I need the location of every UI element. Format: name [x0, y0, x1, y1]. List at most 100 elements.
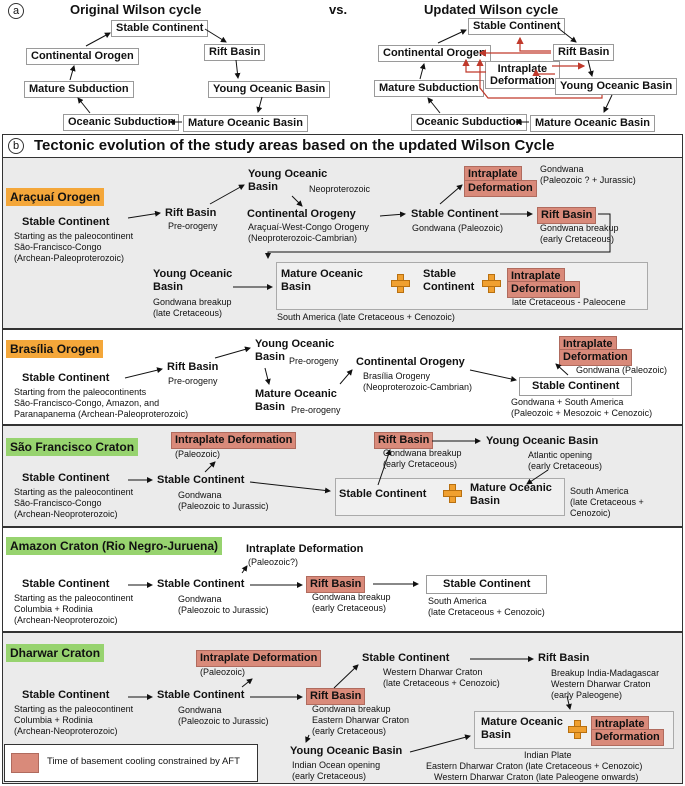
dharwar-rift2-sub1: Breakup India-Madagascar [551, 668, 660, 678]
panel-b-label: b [8, 138, 24, 154]
dharwar-young: Young Oceanic Basin [290, 745, 403, 757]
saofrancisco-intra: Intraplate Deformation [171, 432, 297, 449]
arrow [305, 734, 311, 743]
aracuai-mature2: Basin [281, 281, 311, 293]
aracuai-plus-2 [482, 274, 501, 293]
aracuai-inner-box [276, 262, 648, 310]
brasilia-intra2: Deformation [559, 349, 632, 366]
arrow [532, 68, 555, 76]
orig-young-oceanic-basin: Young Oceanic Basin [208, 81, 331, 98]
orig-mature-subduction: Mature Subduction [24, 81, 134, 98]
brasilia-intra-sub: Gondwana (Paleozoic) [576, 365, 668, 375]
aracuai-sa-sub: South America (late Cretaceous + Cenozoi… [277, 312, 455, 322]
brasilia-stable2: Stable Continent [519, 377, 633, 396]
saofrancisco-rift-sub2: (early Cretaceous) [383, 459, 458, 469]
aracuai-stable2: Stable Continent [411, 208, 499, 220]
saofrancisco-mature1: Mature Oceanic [470, 482, 552, 494]
dharwar-intra-sub: (Paleozoic) [200, 667, 246, 677]
dharwar-stable2-sub1: Gondwana [178, 705, 222, 715]
saofrancisco-stable-sub2: São-Francisco-Congo [14, 498, 102, 508]
saofrancisco-tag: São Francisco Craton [6, 438, 139, 456]
brasilia-orogeny-sub2: (Neoproterozoic-Cambrian) [363, 382, 473, 392]
arrow [565, 695, 572, 710]
brasilia-mature2: Basin [255, 401, 285, 413]
legend-swatch [11, 753, 39, 773]
aracuai-young2: Basin [248, 181, 278, 193]
aracuai-intra3-sub: late Cretaceous - Paleocene [512, 297, 626, 307]
amazon-rift: Rift Basin [306, 576, 366, 593]
dharwar-rift2-sub2: Western Dharwar Craton [551, 679, 651, 689]
amazon-tag: Amazon Craton (Rio Negro-Juruena) [6, 537, 223, 555]
aracuai-stable-sub3: (Archean-Paleoproterozoic) [14, 253, 125, 263]
amazon-stable2: Stable Continent [157, 578, 245, 590]
dharwar-rift-sub2: Eastern Dharwar Craton [312, 715, 410, 725]
arrow [557, 27, 577, 43]
amazon-intra-sub: (Paleozoic?) [248, 557, 299, 567]
arrow [555, 363, 569, 376]
arrow [339, 369, 353, 385]
aracuai-young2-sub1: Gondwana breakup [153, 297, 232, 307]
orig-continental-orogen: Continental Orogen [26, 48, 139, 65]
original-cycle-title: Original Wilson cycle [70, 2, 202, 17]
dharwar-stable: Stable Continent [22, 689, 110, 701]
aracuai-intra-sub2: (Paleozoic ? + Jurassic) [540, 175, 636, 185]
arrow [587, 59, 594, 77]
brasilia-young2: Basin [255, 351, 285, 363]
brasilia-stable-sub3: Paranapanema (Archean-Paleoproterozoic) [14, 409, 189, 419]
aracuai-stable2-sub: Gondwana (Paleozoic) [412, 223, 504, 233]
aracuai-young1: Young Oceanic [248, 168, 328, 180]
aracuai-plus-1 [391, 274, 410, 293]
aracuai-intra3-1: Intraplate [507, 268, 565, 285]
dharwar-intra2-1: Intraplate [591, 716, 649, 733]
aracuai-stable: Stable Continent [22, 216, 110, 228]
arrow [419, 63, 426, 80]
aracuai-mature1: Mature Oceanic [281, 268, 363, 280]
dharwar-plate-sub2: Eastern Dharwar Craton (late Cretaceous … [426, 761, 643, 771]
upd-young-oceanic-basin: Young Oceanic Basin [555, 78, 678, 95]
upd-mature-oceanic-basin: Mature Oceanic Basin [530, 115, 655, 132]
amazon-rift-sub1: Gondwana breakup [312, 592, 391, 602]
dharwar-young-sub1: Indian Ocean opening [292, 760, 381, 770]
brasilia-stable-sub2: São-Francisco-Congo, Amazon, and [14, 398, 160, 408]
upd-mature-subduction: Mature Subduction [374, 80, 484, 97]
brasilia-stable2-sub2: (Paleozoic + Mesozoic + Cenozoic) [511, 408, 653, 418]
arrow [209, 184, 245, 205]
aracuai-intra1: Intraplate [464, 166, 522, 183]
amazon-stable2-sub1: Gondwana [178, 594, 222, 604]
dharwar-intra: Intraplate Deformation [196, 650, 322, 667]
dharwar-stable2: Stable Continent [157, 689, 245, 701]
dharwar-stable2-sub2: (Paleozoic to Jurassic) [178, 716, 269, 726]
arrow [249, 481, 331, 494]
aracuai-young-sub: Neoproterozoic [309, 184, 371, 194]
arrow [476, 58, 603, 99]
saofrancisco-intra-sub: (Paleozoic) [175, 449, 221, 459]
aracuai-rift2: Rift Basin [537, 207, 597, 224]
aracuai-stable-sub2: São-Francisco-Congo [14, 242, 102, 252]
arrow [377, 449, 392, 486]
dharwar-rift-sub3: (early Cretaceous) [312, 726, 387, 736]
arrow [241, 565, 248, 574]
arrow [409, 734, 471, 753]
dharwar-stable-sub1: Starting as the paleocontinent [14, 704, 134, 714]
saofrancisco-stable-sub1: Starting as the paleocontinent [14, 487, 134, 497]
saofrancisco-young-sub2: (early Cretaceous) [528, 461, 603, 471]
brasilia-orogeny-sub1: Brasília Orogeny [363, 371, 431, 381]
aracuai-orogeny-sub1: Araçuaí-West-Congo Orogeny [248, 222, 369, 232]
saofrancisco-sa-sub1: South America [570, 486, 629, 496]
aracuai-rift2-sub2: (early Cretaceous) [540, 234, 615, 244]
arrow [462, 58, 486, 73]
saofrancisco-stable3: Stable Continent [339, 488, 427, 500]
arrow [291, 195, 303, 207]
dharwar-mature2: Basin [481, 729, 511, 741]
saofrancisco-stable2: Stable Continent [157, 474, 245, 486]
saofrancisco-sa-sub3: Cenozoic) [570, 508, 611, 518]
panel-b-title: Tectonic evolution of the study areas ba… [34, 137, 555, 154]
aracuai-rift: Rift Basin [165, 207, 217, 219]
dharwar-stable-sub3: (Archean-Neoproterozoic) [14, 726, 118, 736]
arrow [234, 59, 241, 79]
amazon-stable-sub2: Columbia + Rodinia [14, 604, 93, 614]
amazon-rift-sub2: (early Cretaceous) [312, 603, 387, 613]
brasilia-stable2-sub1: Gondwana + South America [511, 397, 624, 407]
aracuai-orogeny: Continental Orogeny [247, 208, 356, 220]
